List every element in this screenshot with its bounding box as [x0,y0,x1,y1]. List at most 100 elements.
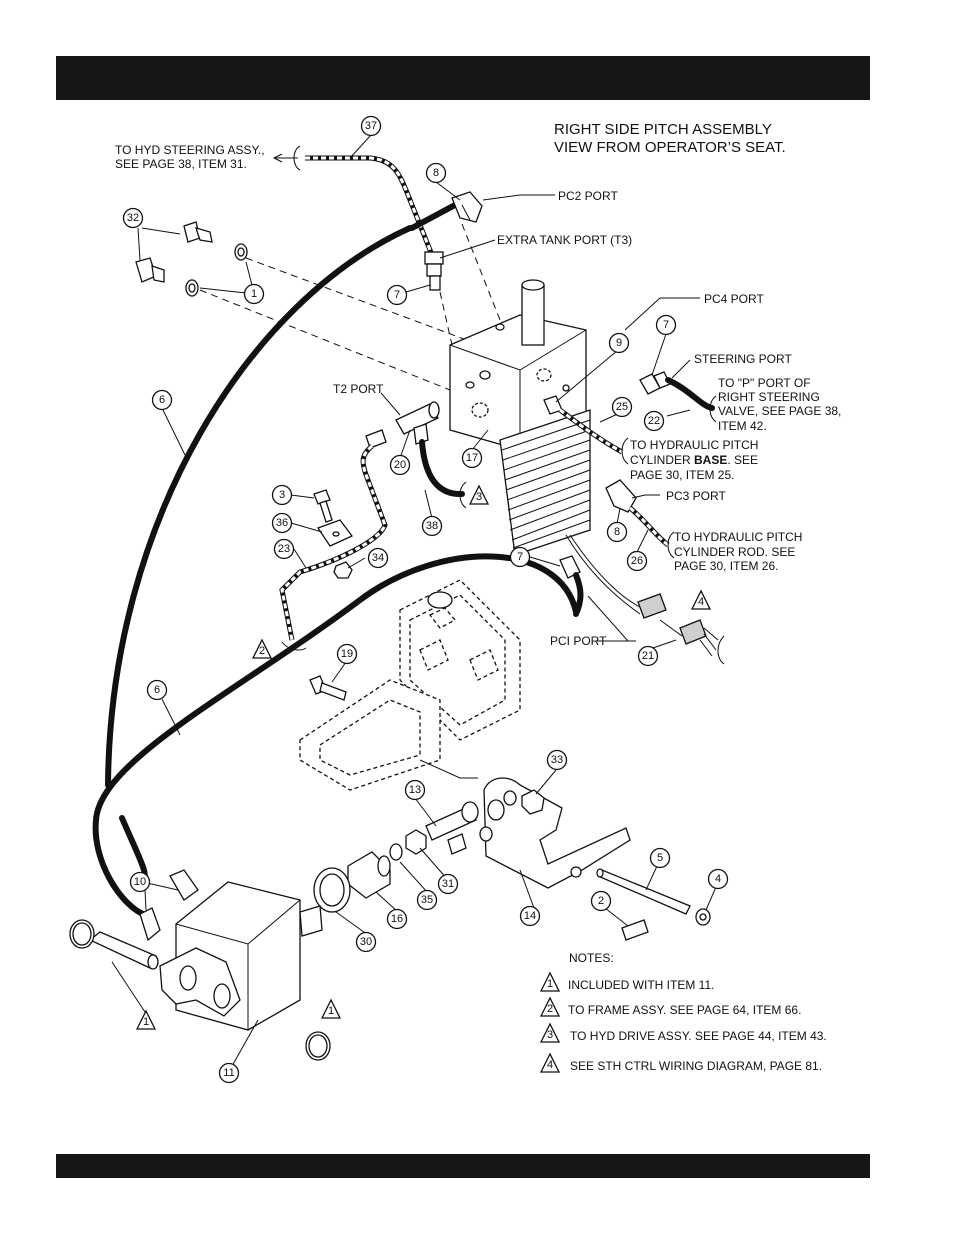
diagram-title-line-2: VIEW FROM OPERATOR’S SEAT. [554,139,786,156]
pin-2 [621,919,649,941]
leader-lines [111,134,717,1067]
label-to-p-port-4: ITEM 42. [718,419,767,433]
callout-14: 14 [524,910,536,922]
callout-13: 13 [409,784,421,796]
callout-26: 26 [631,555,643,567]
fitting-8-pc3 [605,479,637,513]
callout-8-pc3: 8 [614,526,620,538]
nut-33 [521,789,545,815]
bracket-14 [479,777,631,889]
note-4-number: 4 [547,1059,553,1071]
hose-6-lower [92,553,579,918]
label-steering-port: STEERING PORT [694,352,792,366]
label-to-p-port-3: VALVE, SEE PAGE 38, [718,404,841,418]
hose-6-upper-end [119,815,148,883]
label-to-pitch-base-1: TO HYDRAULIC PITCH [630,438,758,452]
label-pc2-port: PC2 PORT [558,189,618,203]
callout-22: 22 [648,415,660,427]
fitting-32-a [183,221,213,243]
callout-32: 32 [127,212,139,224]
cylinder-11 [159,881,323,1031]
flag-2: 2 [259,645,265,657]
callout-6-lower: 6 [154,684,160,696]
callout-8-top: 8 [433,167,439,179]
callouts: 37 8 32 1 7 9 7 6 25 22 3 20 17 36 23 34… [122,115,729,1084]
tube-37 [305,155,435,256]
nut-34 [333,561,353,579]
valve-block [449,279,591,556]
hose-6-upper [105,225,413,788]
bushing-16 [347,851,391,899]
note-flags: 3 2 4 1 1 [135,484,712,1030]
note-1-number: 1 [547,978,553,990]
wire-21 [569,534,643,609]
label-pc4-port: PC4 PORT [704,292,764,306]
note-1-text: INCLUDED WITH ITEM 11. [568,978,714,992]
callout-38: 38 [426,520,438,532]
callout-16: 16 [391,913,403,925]
callout-25: 25 [616,401,628,413]
callout-5: 5 [657,852,663,864]
callout-9: 9 [616,337,622,349]
bolt-3 [313,489,333,523]
label-to-p-port-1: TO "P" PORT OF [718,376,811,390]
callout-17: 17 [466,452,478,464]
note-3-number: 3 [547,1029,553,1041]
clamp-30 [313,867,351,913]
callout-36: 36 [276,517,288,529]
frame-bracket [299,579,521,791]
header-bar [56,56,870,100]
connector-21-b [679,619,707,645]
callout-33: 33 [551,754,563,766]
fitting-7-top [424,251,444,291]
flag-4: 4 [698,596,704,608]
note-4-text: SEE STH CTRL WIRING DIAGRAM, PAGE 81. [570,1059,822,1073]
nut-31 [405,829,427,855]
callout-3: 3 [279,489,285,501]
washer-35 [389,843,403,861]
callout-21: 21 [642,650,654,662]
label-pci-port: PCI PORT [550,634,607,648]
callout-7-steering: 7 [663,319,669,331]
clip-36 [317,519,354,547]
callout-20: 20 [394,459,406,471]
fitting-20 [395,401,440,445]
label-to-p-port-2: RIGHT STEERING [718,390,820,404]
text-labels: TO HYD STEERING ASSY., SEE PAGE 38, ITEM… [115,143,841,648]
note-2-number: 2 [547,1003,553,1015]
note-3-text: TO HYD DRIVE ASSY. SEE PAGE 44, ITEM 43. [570,1029,827,1043]
callout-1-top: 1 [251,288,257,300]
label-t2-port: T2 PORT [333,382,384,396]
fitting-10-b [139,907,161,942]
connector-21-a [637,593,667,619]
label-to-pitch-base-3: PAGE 30, ITEM 25. [630,468,734,482]
flag-1-pin: 1 [143,1016,149,1028]
callout-6-upper: 6 [159,394,165,406]
label-to-pitch-rod-2: CYLINDER ROD. SEE [674,545,795,559]
callout-35: 35 [421,894,433,906]
label-to-hyd-steering-2: SEE PAGE 38, ITEM 31. [115,157,247,171]
note-2-text: TO FRAME ASSY. SEE PAGE 64, ITEM 66. [568,1003,801,1017]
callout-7-top: 7 [394,289,400,301]
callout-4: 4 [715,873,721,885]
callout-19: 19 [341,648,353,660]
diagram-title-line-1: RIGHT SIDE PITCH ASSEMBLY [554,121,772,138]
fitting-10-a [169,869,199,901]
notes: NOTES: 1 INCLUDED WITH ITEM 11. 2 TO FRA… [539,951,827,1073]
label-to-pitch-rod-1: TO HYDRAULIC PITCH [674,530,802,544]
pin-1 [88,931,159,970]
flag-1-clip: 1 [328,1005,334,1017]
callout-2: 2 [598,895,604,907]
callout-23: 23 [278,543,290,555]
notes-heading: NOTES: [569,951,614,965]
label-to-pitch-rod-3: PAGE 30, ITEM 26. [674,559,778,573]
label-pc3-port: PC3 PORT [666,489,726,503]
footer-bar [56,1154,870,1178]
pin-13 [425,801,479,855]
callout-7-pci: 7 [517,551,523,563]
label-extra-tank-port: EXTRA TANK PORT (T3) [497,233,632,247]
callout-31: 31 [442,878,454,890]
rod-5 [596,868,691,915]
label-to-pitch-base-2: CYLINDER BASE. SEE [630,453,758,467]
